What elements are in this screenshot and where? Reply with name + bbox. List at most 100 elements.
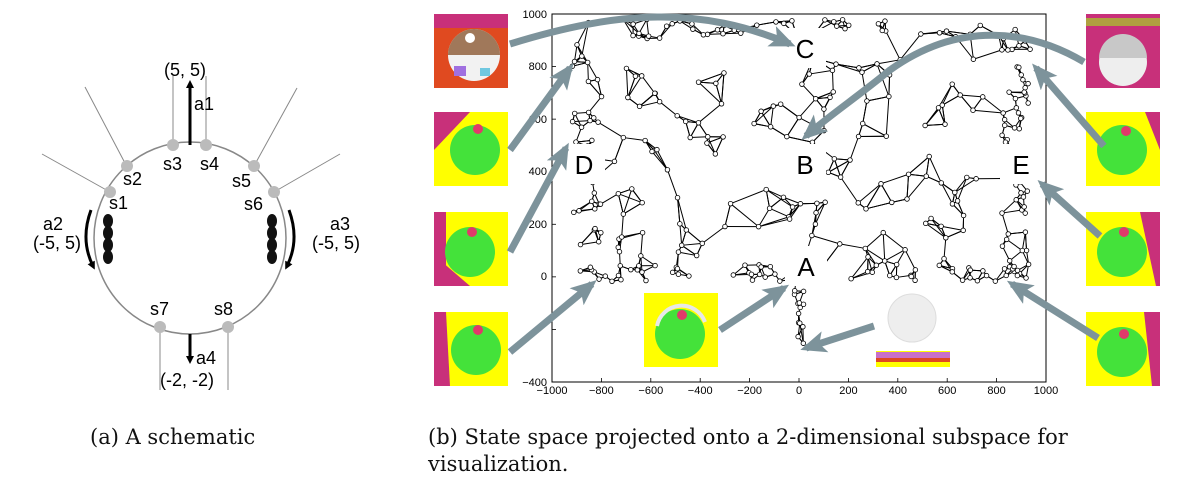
graph-node <box>984 273 989 278</box>
thumbnail-bottom-a <box>644 293 718 367</box>
graph-node <box>590 138 595 143</box>
graph-node <box>1012 264 1017 269</box>
region-label-d: D <box>563 144 605 184</box>
y-tick-label: 1000 <box>523 9 547 21</box>
sensor-ray <box>274 154 340 192</box>
graph-node <box>1014 106 1019 111</box>
action-label: a3 <box>330 214 350 234</box>
thumbnail-bottom-b <box>876 293 950 367</box>
graph-node <box>595 77 600 82</box>
graph-node <box>1023 85 1028 90</box>
x-tick-label: 1000 <box>1034 385 1058 397</box>
robot-schematic: s1 s2 s3 s4 s5 s6 s7 s8 a1 (5, 5) a2 (-5… <box>33 60 360 390</box>
graph-node <box>570 64 575 69</box>
graph-node <box>619 277 624 282</box>
graph-node <box>881 230 886 235</box>
graph-node <box>1024 276 1029 281</box>
graph-node <box>676 272 681 277</box>
graph-node <box>814 210 819 215</box>
graph-node <box>834 24 839 29</box>
graph-node <box>978 23 983 28</box>
graph-node <box>1026 262 1031 267</box>
graph-node <box>1017 65 1022 70</box>
sensor-s8 <box>222 321 234 333</box>
graph-node <box>822 128 827 133</box>
graph-node <box>813 222 818 227</box>
graph-node <box>749 272 754 277</box>
graph-node <box>875 62 880 67</box>
graph-node <box>1021 77 1026 82</box>
graph-node <box>950 82 955 87</box>
graph-node <box>807 72 812 77</box>
action-a3-arrow <box>287 210 294 266</box>
graph-node <box>937 263 942 268</box>
graph-node <box>866 255 871 260</box>
graph-node <box>856 134 861 139</box>
graph-node <box>796 334 801 339</box>
x-tick-label: 200 <box>839 385 857 397</box>
graph-node <box>721 31 726 36</box>
graph-node <box>1023 230 1028 235</box>
graph-node <box>936 105 941 110</box>
graph-node <box>721 135 726 140</box>
graph-node <box>586 110 591 115</box>
graph-node <box>860 70 865 75</box>
graph-node <box>906 172 911 177</box>
graph-node <box>774 20 779 25</box>
graph-node <box>950 202 955 207</box>
graph-node <box>1014 197 1019 202</box>
sensor-label: s2 <box>123 169 142 189</box>
graph-node <box>1017 43 1022 48</box>
graph-node <box>676 250 681 255</box>
graph-node <box>879 181 884 186</box>
graph-node <box>773 272 778 277</box>
sensor-s6 <box>268 186 280 198</box>
graph-node <box>657 36 662 41</box>
graph-node <box>944 29 949 34</box>
graph-node <box>670 270 675 275</box>
graph-node <box>797 115 802 120</box>
graph-node <box>728 201 733 206</box>
graph-node <box>909 274 914 279</box>
sensor-label: s6 <box>244 194 263 214</box>
x-tick-label: 800 <box>987 385 1005 397</box>
graph-node <box>778 279 783 284</box>
graph-node <box>937 31 942 36</box>
graph-node <box>865 269 870 274</box>
graph-node <box>722 71 727 76</box>
graph-node <box>616 273 621 278</box>
graph-node <box>1023 211 1028 216</box>
thumbnail-top-left <box>434 14 508 88</box>
graph-node <box>810 233 815 238</box>
graph-node <box>1015 273 1020 278</box>
graph-node <box>639 74 644 79</box>
graph-node <box>1013 96 1018 101</box>
graph-node <box>593 207 598 212</box>
graph-node <box>924 174 929 179</box>
graph-node <box>678 222 683 227</box>
graph-node <box>619 235 624 240</box>
graph-edge <box>889 75 890 97</box>
graph-node <box>750 278 755 283</box>
graph-node <box>815 201 820 206</box>
graph-node <box>596 239 601 244</box>
graph-edge <box>588 62 589 81</box>
graph-node <box>828 95 833 100</box>
graph-node <box>903 247 908 252</box>
sensor-label: s1 <box>109 193 128 213</box>
graph-node <box>640 270 645 275</box>
x-tick-label: −400 <box>688 385 713 397</box>
graph-node <box>628 267 633 272</box>
sensor-label: s7 <box>150 299 169 319</box>
left-wheel <box>103 214 113 264</box>
graph-node <box>864 207 869 212</box>
graph-node <box>848 158 853 163</box>
graph-node <box>797 301 802 306</box>
sensor-ray <box>254 88 297 166</box>
graph-node <box>612 159 617 164</box>
thumbnail-top-right <box>1086 14 1160 88</box>
graph-node <box>927 154 932 159</box>
graph-node <box>942 256 947 261</box>
action-value: (5, 5) <box>164 60 206 80</box>
graph-node <box>961 228 966 233</box>
